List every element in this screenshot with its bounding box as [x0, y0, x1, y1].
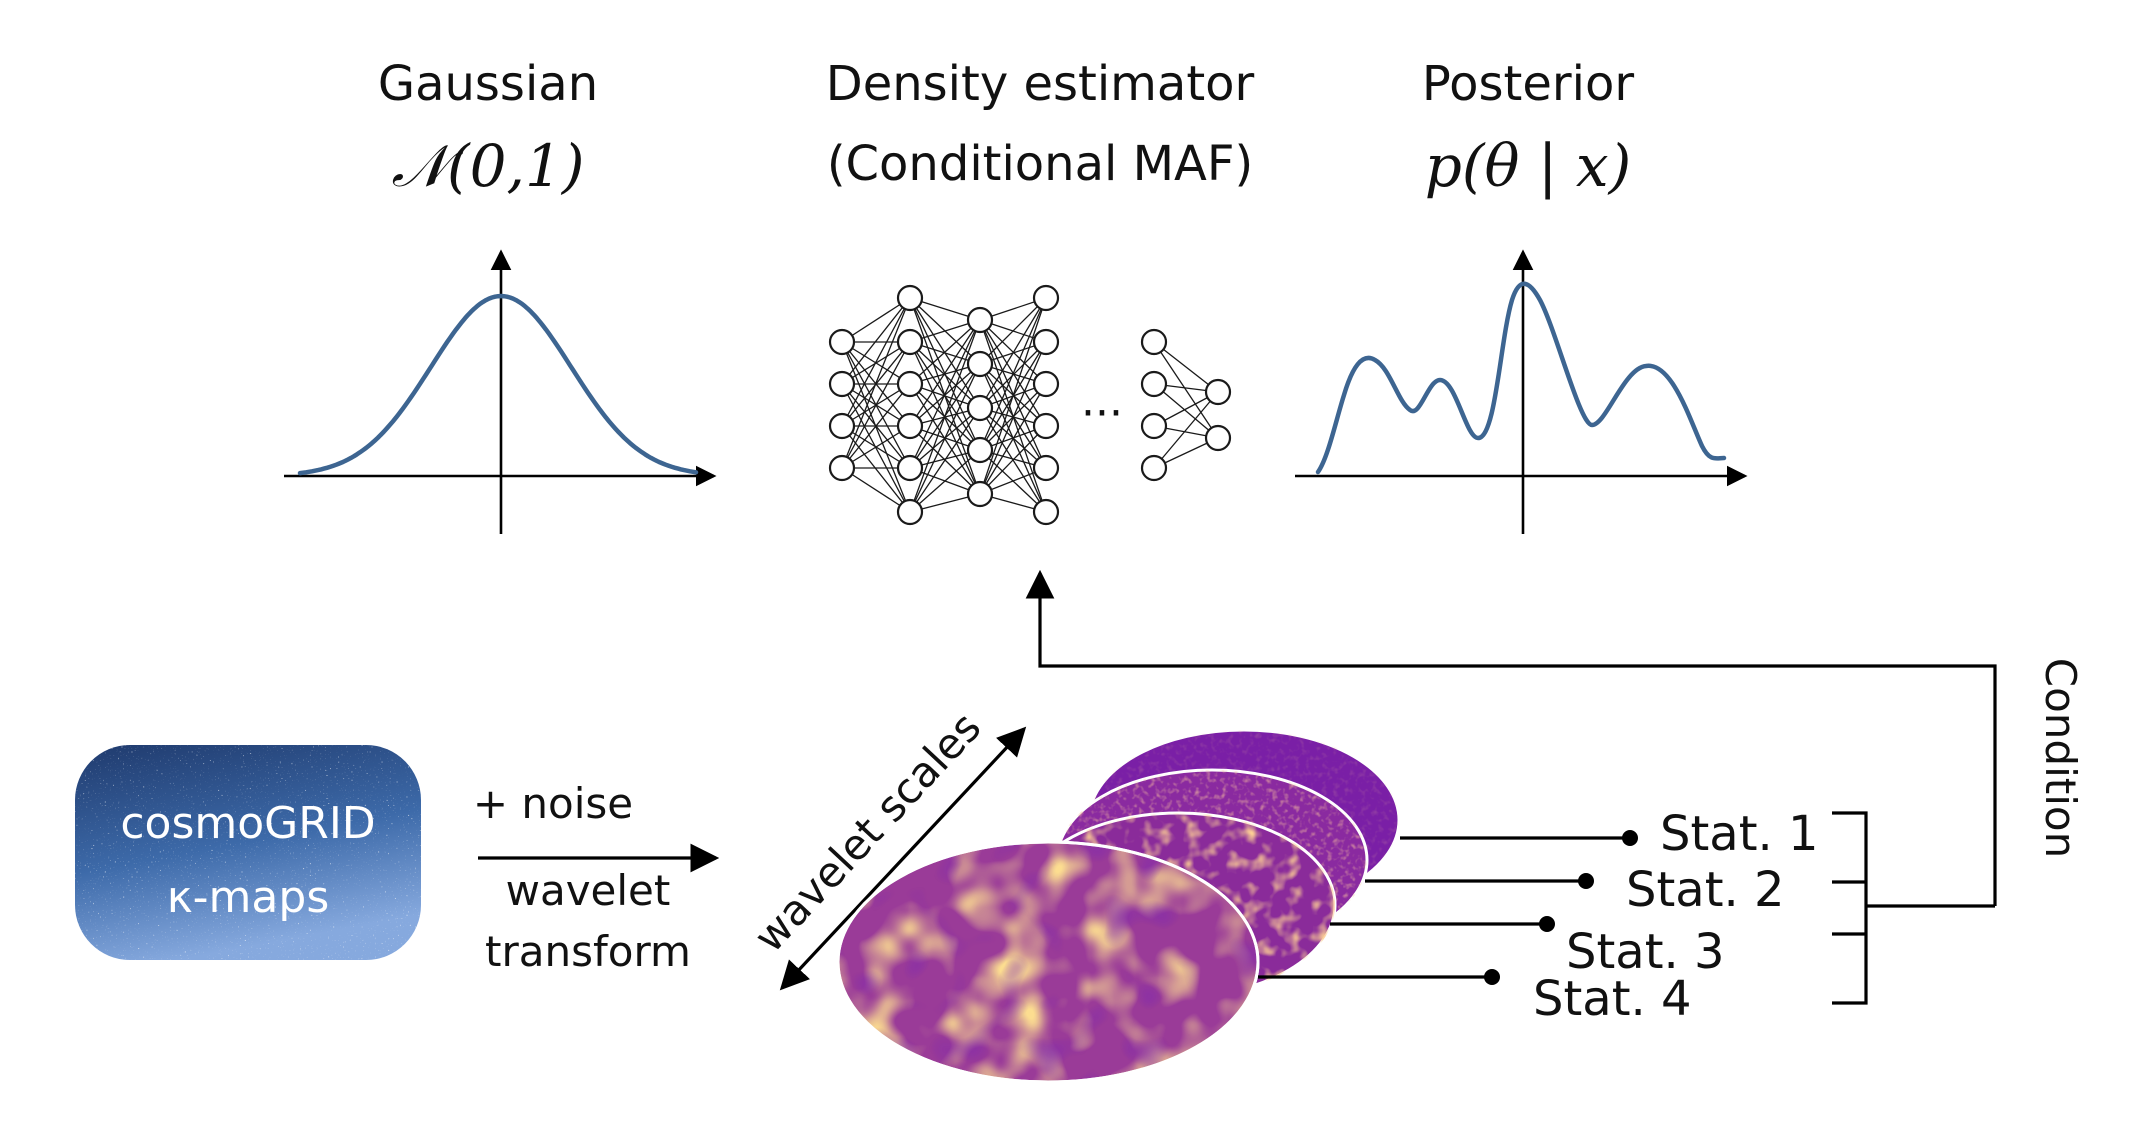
network-node [966, 480, 994, 508]
network-nodes [828, 284, 1232, 526]
map-scale-4 [836, 840, 1260, 1084]
cosmogrid-source: cosmoGRID κ-maps [75, 745, 421, 960]
network-node [966, 436, 994, 464]
gaussian-curve [297, 293, 699, 476]
network-node [1032, 370, 1060, 398]
network-node [1032, 328, 1060, 356]
network-edges [841, 297, 1219, 513]
network-node [1204, 424, 1232, 452]
network-edge [979, 383, 1047, 495]
network-node [896, 454, 924, 482]
network-edge [909, 449, 981, 513]
noise-label: + noise [473, 779, 633, 828]
stat-labels: Stat. 1 Stat. 2 Stat. 3 Stat. 4 [1533, 806, 1819, 1027]
condition-path: Condition [1025, 569, 2085, 906]
network-ellipsis: ··· [1081, 388, 1123, 439]
network-edge [841, 297, 911, 427]
network-edge [909, 319, 981, 469]
posterior-panel: Posterior p(θ | x) [1295, 56, 1748, 534]
network-edge [909, 319, 981, 427]
network-node [896, 370, 924, 398]
network-node [828, 454, 856, 482]
network-edge [979, 297, 1047, 495]
kappa-maps-label: κ-maps [167, 872, 330, 923]
network-edge [1153, 341, 1219, 439]
network-edge [841, 297, 911, 343]
stat-4-label: Stat. 4 [1533, 971, 1692, 1027]
network-edge [841, 467, 911, 513]
cosmogrid-label: cosmoGRID [120, 798, 375, 849]
posterior-title: Posterior [1422, 56, 1634, 112]
stat-leaders [1258, 830, 1638, 985]
network-edge [909, 407, 981, 513]
network-edge [979, 297, 1047, 365]
transform-step: + noise wavelet transform [473, 779, 720, 976]
network-edge [841, 383, 911, 469]
stat-2-dot [1578, 873, 1594, 889]
network-node [1032, 412, 1060, 440]
density-estimator-panel: Density estimator (Conditional MAF) ··· [826, 56, 1255, 526]
network-node [896, 328, 924, 356]
network-node [966, 350, 994, 378]
cosmogrid-stars [75, 745, 421, 960]
network-edge [979, 363, 1047, 469]
network-node [966, 394, 994, 422]
network-edge [979, 297, 1047, 451]
estimator-subtitle: (Conditional MAF) [827, 136, 1253, 192]
network-node [1032, 284, 1060, 312]
network-edge [979, 425, 1047, 495]
network-edge [979, 341, 1047, 495]
network-edge [1153, 391, 1219, 469]
network-edge [1153, 383, 1219, 439]
network-node [828, 328, 856, 356]
network-edge [909, 363, 981, 513]
network-edge [841, 297, 911, 469]
stat-1-dot [1622, 830, 1638, 846]
stat-1-label: Stat. 1 [1660, 806, 1819, 862]
network-edge [909, 341, 981, 409]
stats-bracket [1832, 811, 1995, 1005]
gaussian-formula: 𝒩(0,1) [391, 132, 584, 200]
network-node [828, 370, 856, 398]
network-edge [841, 297, 911, 385]
network-edge [979, 297, 1047, 409]
network-node [1140, 328, 1168, 356]
network-node [896, 412, 924, 440]
condition-label: Condition [2036, 658, 2085, 858]
network-node [1032, 498, 1060, 526]
network-node [966, 306, 994, 334]
stat-3-dot [1539, 916, 1555, 932]
gaussian-panel: Gaussian 𝒩(0,1) [284, 56, 717, 534]
estimator-title: Density estimator [826, 56, 1255, 112]
network-node [896, 498, 924, 526]
stat-3-label: Stat. 3 [1566, 924, 1725, 980]
wavelet-label: wavelet [506, 866, 671, 915]
network-edge [841, 341, 911, 469]
posterior-curve [1315, 281, 1727, 475]
network-edge [1153, 341, 1219, 393]
transform-label: transform [485, 927, 691, 976]
network-edge [909, 319, 981, 513]
network-node [828, 412, 856, 440]
network-node [1140, 412, 1168, 440]
condition-arrow [1025, 569, 1997, 906]
network-edge [841, 425, 911, 469]
posterior-formula: p(θ | x) [1425, 132, 1631, 200]
network-node [1140, 370, 1168, 398]
network-node [896, 284, 924, 312]
network-edge [909, 319, 981, 385]
gaussian-title: Gaussian [378, 56, 598, 112]
network-node [1204, 378, 1232, 406]
stat-4-dot [1484, 969, 1500, 985]
stat-2-label: Stat. 2 [1626, 862, 1785, 918]
wavelet-scales-arrow [779, 726, 1027, 991]
network-edge [909, 341, 981, 495]
network-node [1140, 454, 1168, 482]
network-node [1032, 454, 1060, 482]
wavelet-map-stack [836, 728, 1401, 1084]
